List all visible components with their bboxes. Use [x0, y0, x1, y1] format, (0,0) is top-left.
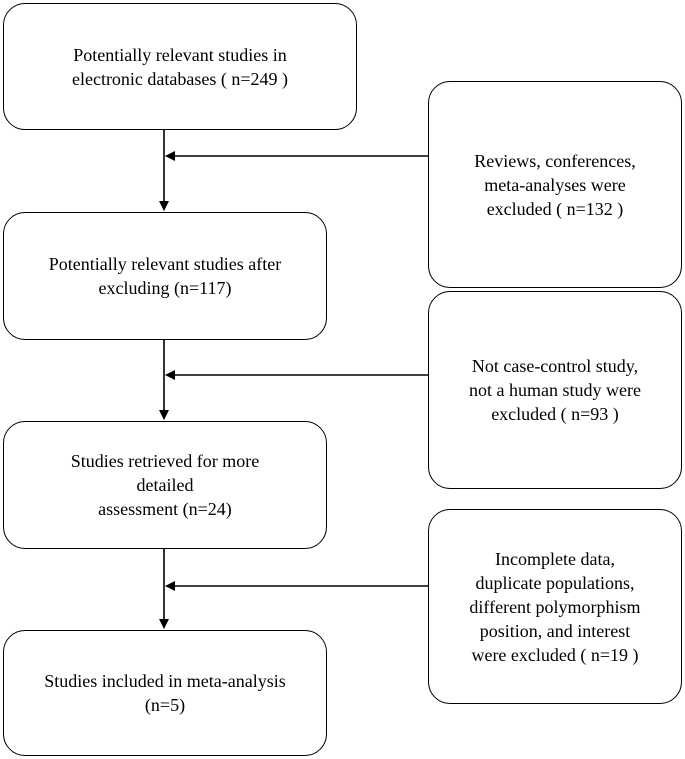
box-text-line: Not case-control study,	[471, 356, 639, 376]
box-text-line: Studies retrieved for more	[70, 451, 260, 471]
exclusion-box-non-case-control: Not case-control study, not a human stud…	[428, 291, 682, 489]
box-text-line: duplicate populations,	[475, 572, 635, 593]
exclusion-box-incomplete-data: Incomplete data, duplicate populations, …	[428, 509, 682, 704]
box-text-line: position, and interest	[479, 620, 631, 641]
box-text-line: electronic databases ( n=249 )	[71, 68, 289, 89]
box-text-line: Incomplete data,	[495, 548, 615, 569]
box-text-line: were excluded ( n=19 )	[471, 644, 639, 665]
box-text-line: Potentially relevant studies in	[73, 44, 287, 65]
box-text-line: Reviews, conferences,	[474, 150, 636, 171]
box-text-line: (n=5)	[144, 695, 186, 715]
exclusion-box-reviews: Reviews, conferences, meta-analyses were…	[428, 81, 682, 288]
box-text-line: excluding (n=117)	[98, 278, 232, 298]
box-text-line: different polymorphism	[469, 596, 641, 617]
screening-box: Potentially relevant studies after exclu…	[3, 212, 327, 340]
box-text-line: meta-analyses were	[484, 174, 626, 195]
eligibility-box: Studies retrieved for more detailed asse…	[3, 421, 327, 549]
box-text-line: Studies included in meta-analysis	[44, 671, 286, 691]
box-text-line: Potentially relevant studies after	[48, 254, 282, 274]
box-text-line: not a human study were	[469, 380, 641, 400]
box-text-line: excluded ( n=132 )	[486, 198, 624, 219]
identification-box: Potentially relevant studies in electron…	[3, 3, 357, 130]
included-box: Studies included in meta-analysis (n=5)	[3, 630, 327, 756]
box-text-line: detailed	[136, 475, 194, 495]
box-text-line: assessment (n=24)	[98, 499, 232, 519]
box-text-line: excluded ( n=93 )	[491, 404, 619, 424]
